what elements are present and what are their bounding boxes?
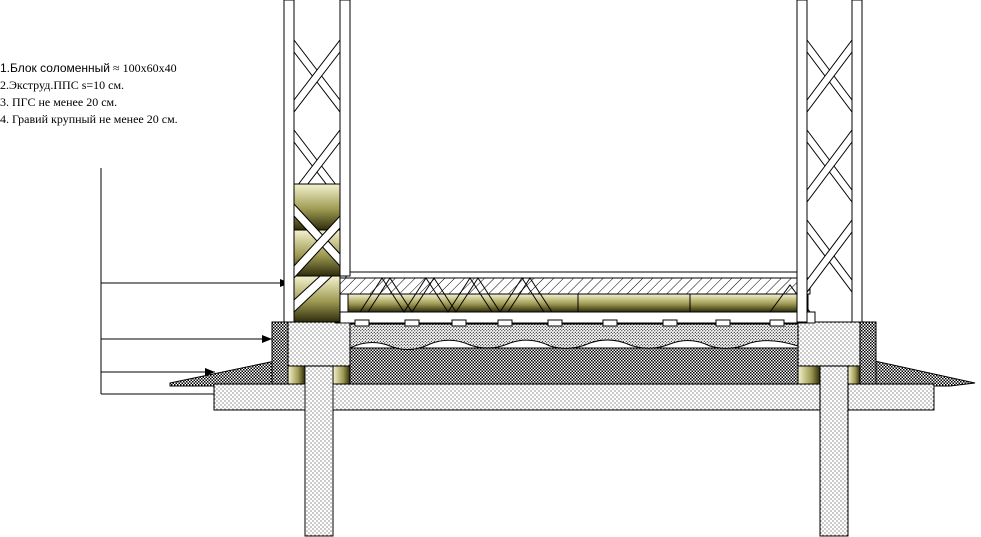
floor-deck xyxy=(337,277,811,295)
pile-right xyxy=(819,361,849,537)
grillage-right xyxy=(797,321,877,385)
wall-frame-right xyxy=(796,0,863,323)
floor-joists xyxy=(359,277,811,313)
legend: 1.Блок соломенный ≈ 100х60х40 2.Экструд.… xyxy=(0,60,178,128)
floor-top-board xyxy=(345,271,803,279)
leader-lines xyxy=(100,168,290,395)
gravel-backfill xyxy=(349,347,799,385)
legend-item-xps: 2.Экструд.ППС s=10 см. xyxy=(0,78,125,92)
sand-gravel-wave xyxy=(349,323,799,350)
concrete-slab xyxy=(213,383,935,411)
pile-left xyxy=(304,361,334,537)
grillage-left xyxy=(271,321,351,385)
floor-pads xyxy=(354,319,785,327)
straw-blocks-left xyxy=(293,183,341,323)
legend-item-sand-gravel: 3. ПГС не менее 20 см. xyxy=(0,95,118,109)
legend-item-straw-block: 1.Блок соломенный ≈ 100х60х40 xyxy=(0,61,177,75)
legend-item-coarse-gravel: 4. Гравий крупный не менее 20 см. xyxy=(0,112,178,126)
wall-frame-left xyxy=(283,0,351,323)
